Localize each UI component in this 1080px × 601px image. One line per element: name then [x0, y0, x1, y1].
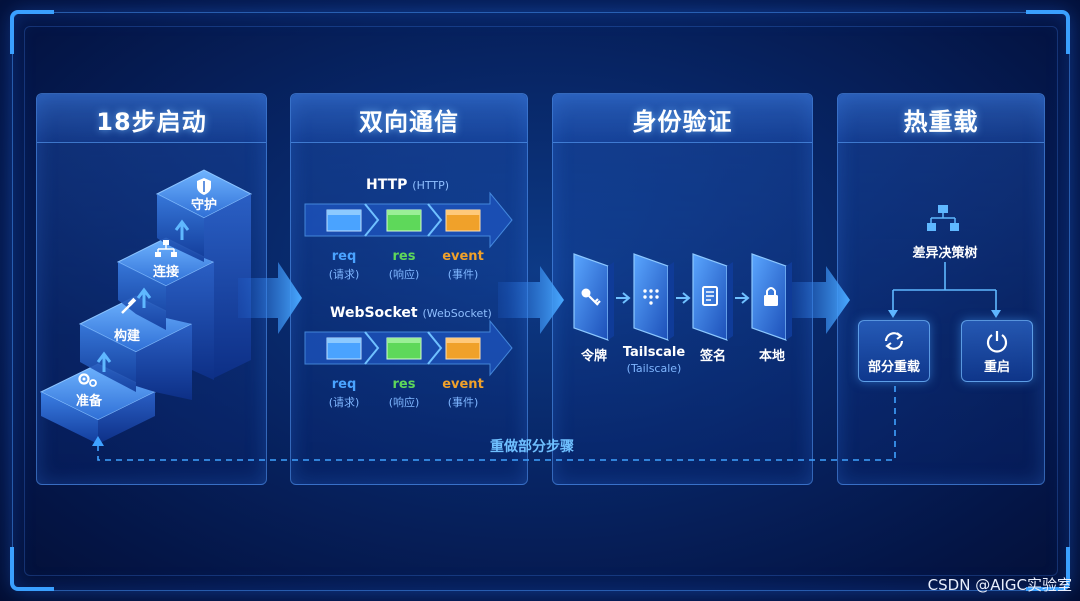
step-front [118, 262, 166, 330]
step-label-guard: 守护 [190, 198, 217, 213]
step-side [204, 194, 251, 378]
websocket-pipeline [304, 319, 513, 377]
gate [573, 253, 614, 341]
event-sub: (事件) [447, 396, 479, 409]
staircase [39, 169, 253, 444]
step-front [41, 392, 98, 444]
restart-label: 重启 [983, 360, 1010, 375]
panel-title: 身份验证 [632, 108, 733, 136]
websocket-title: WebSocket (WebSocket) [330, 305, 492, 321]
panel-header [37, 94, 266, 143]
gate [633, 253, 674, 341]
auth-gates [573, 253, 792, 341]
panel-header [553, 94, 812, 143]
step-label-prepare: 准备 [75, 394, 102, 409]
auth-label-signature: 签名 [699, 349, 726, 364]
corner-accent [1026, 10, 1070, 54]
req-sub: (请求) [328, 268, 360, 281]
watermark: CSDN @AIGC实验室 [927, 576, 1072, 594]
partial-reload-box: 部分重载 [858, 320, 930, 382]
http-title: HTTP (HTTP) [366, 177, 450, 193]
event-label: event [442, 377, 484, 392]
res-label: res [392, 377, 416, 392]
panel-title: 双向通信 [359, 108, 459, 136]
arrow-right-icon [676, 292, 691, 304]
gear-icon [78, 373, 97, 387]
event-label: event [442, 249, 484, 264]
decision-tree-label: 差异决策树 [912, 246, 978, 261]
tailscale-icon [643, 289, 659, 305]
refresh-icon [884, 332, 904, 350]
redo-label: 重做部分步骤 [490, 439, 574, 455]
panel-title: 18步启动 [96, 108, 207, 136]
hammer-icon [121, 297, 137, 314]
arrow-right-icon [238, 262, 302, 334]
corner-accent [1026, 547, 1070, 591]
gate [692, 253, 733, 341]
req-label: req [331, 249, 357, 264]
panel-title: 热重载 [903, 108, 979, 136]
restart-box: 重启 [961, 320, 1033, 382]
redo-loop [92, 382, 896, 461]
panel-communication: 双向通信 [290, 93, 528, 485]
corner-accent [10, 10, 54, 54]
lock-icon [764, 287, 778, 306]
corner-accent [10, 547, 54, 591]
arrow-right-icon [735, 292, 750, 304]
shield-icon [197, 178, 211, 195]
auth-label-local: 本地 [758, 349, 785, 364]
auth-sub-tailscale: (Tailscale) [626, 362, 682, 375]
decision-tree-icon [927, 205, 959, 231]
req-label: req [331, 377, 357, 392]
panel-header [838, 94, 1044, 143]
network-icon [155, 240, 177, 257]
panel-hot-reload: 热重载 [837, 93, 1045, 485]
power-icon [986, 331, 1008, 353]
auth-label-tailscale: Tailscale [622, 345, 686, 360]
step-side [98, 392, 155, 444]
arrow-right-icon [498, 266, 564, 334]
event-sub: (事件) [447, 268, 479, 281]
arrow-right-icon [616, 292, 631, 304]
signature-icon [702, 286, 718, 306]
tree-connector [888, 262, 1001, 318]
step-side [166, 262, 214, 380]
outer-frame [12, 12, 1070, 591]
step-label-build: 构建 [113, 329, 140, 344]
inner-frame [24, 26, 1058, 576]
req-sub: (请求) [328, 396, 360, 409]
panel-header [291, 94, 527, 143]
res-sub: (响应) [388, 268, 420, 281]
res-label: res [392, 249, 416, 264]
key-icon [581, 288, 601, 306]
partial-reload-label: 部分重载 [867, 360, 920, 375]
res-sub: (响应) [388, 396, 420, 409]
step-side [136, 324, 192, 400]
step-label-connect: 连接 [152, 265, 179, 280]
http-pipeline [304, 191, 513, 249]
arrow-right-icon [786, 266, 850, 334]
auth-label-token: 令牌 [580, 349, 607, 364]
